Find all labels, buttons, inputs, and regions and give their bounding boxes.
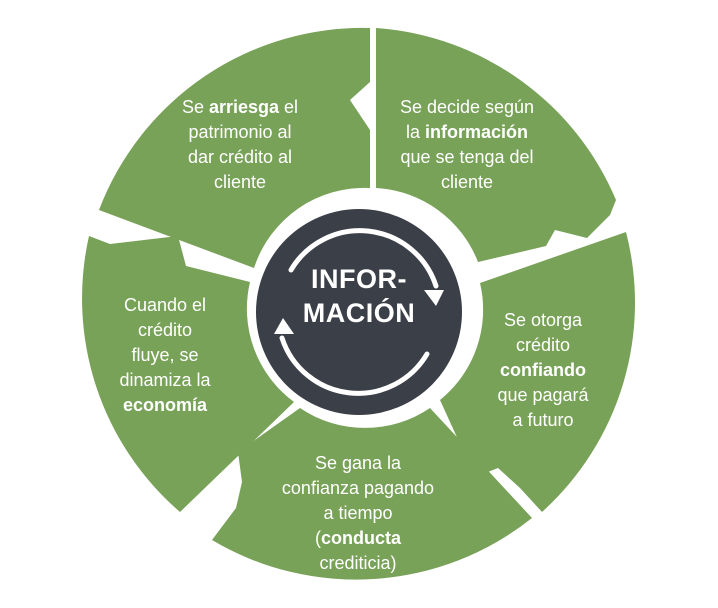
segment-line: crédito [478, 333, 608, 358]
segment-right [440, 232, 636, 512]
segment-line: economía [100, 393, 230, 418]
segment-text: el [279, 97, 299, 117]
segment-left [82, 236, 295, 512]
segment-line: cliente [382, 170, 552, 195]
center-title-line1: INFOR- [311, 264, 407, 294]
segment-line: que pagará [478, 383, 608, 408]
segment-bottom [212, 408, 532, 580]
segment-top-right [376, 28, 616, 262]
cycle-arrows-icon [279, 228, 439, 396]
segment-bold-text: arriesga [208, 97, 280, 117]
segment-line: dar crédito al [160, 145, 320, 170]
segment-line: a futuro [478, 408, 608, 433]
segment-line: patrimonio al [160, 120, 320, 145]
segment-text: Se otorga [503, 310, 583, 330]
segment-text: Se gana la [314, 453, 402, 473]
center-title: INFOR- MACIÓN [279, 262, 439, 330]
segment-text: que pagará [497, 385, 589, 405]
segment-line: crédito [100, 318, 230, 343]
segment-top-left [99, 27, 370, 269]
segment-text: crédito [515, 335, 571, 355]
segment-line: dinamiza la [100, 368, 230, 393]
segment-text: crédito [137, 320, 193, 340]
segment-text: Se decide según [399, 97, 535, 117]
segment-text: Cuando el [123, 295, 207, 315]
segment-text: confianza pagando [281, 478, 435, 498]
segment-bold-text: conducta [320, 528, 401, 548]
segment-line: Se gana la [258, 451, 458, 476]
segment-text: fluye, se [131, 345, 199, 365]
segment-text-left: Cuando el crédito fluye, se dinamiza la econ… [100, 293, 230, 418]
segment-text: a tiempo [323, 503, 393, 523]
segment-line: Se otorga [478, 308, 608, 333]
segment-line: Se decide según [382, 95, 552, 120]
segment-text: cliente [213, 172, 267, 192]
segment-text: a futuro [512, 410, 574, 430]
segment-bold-text: economía [122, 395, 208, 415]
center-title-line2: MACIÓN [302, 298, 416, 328]
arrow-head-right [424, 290, 444, 306]
segment-text-right: Se otorga crédito confiando que pagará a fut… [478, 308, 608, 433]
segment-text: la [405, 122, 425, 142]
segment-text: dar crédito al [187, 147, 293, 167]
segment-bold-text: confiando [500, 360, 586, 380]
segment-line: cliente [160, 170, 320, 195]
segment-line: la información [382, 120, 552, 145]
segment-line: que se tenga del [382, 145, 552, 170]
segment-line: confiando [478, 358, 608, 383]
segment-line: Se arriesga el [160, 95, 320, 120]
segment-line: crediticia) [258, 551, 458, 576]
segment-line: a tiempo [258, 501, 458, 526]
segment-text: dinamiza la [119, 370, 211, 390]
segment-text: ( [314, 528, 321, 548]
segment-text: cliente [440, 172, 494, 192]
segment-text: Se [181, 97, 209, 117]
segment-text: patrimonio al [188, 122, 292, 142]
segment-line: (conducta [258, 526, 458, 551]
segment-text: que se tenga del [400, 147, 534, 167]
segment-bold-text: información [425, 122, 529, 142]
arrow-head-left [274, 318, 294, 334]
segment-line: confianza pagando [258, 476, 458, 501]
center-circle [256, 209, 462, 415]
segment-line: fluye, se [100, 343, 230, 368]
segment-line: Cuando el [100, 293, 230, 318]
segment-text: crediticia) [319, 553, 397, 573]
